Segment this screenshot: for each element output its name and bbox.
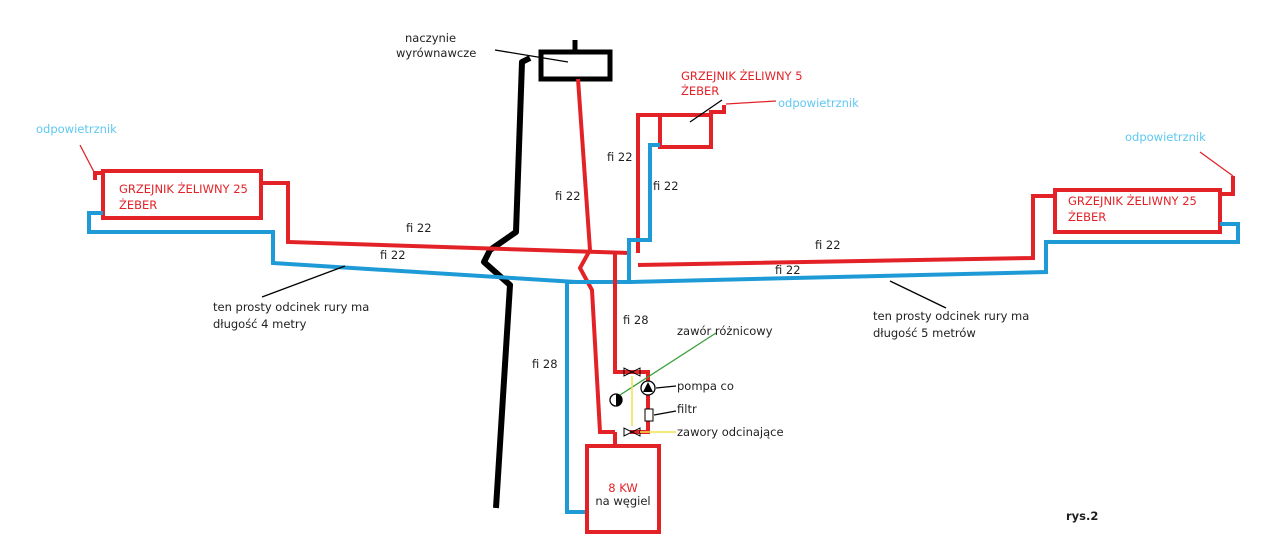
vent-top-leader: [725, 100, 777, 105]
expansion-tank-label-2: wyrównawcze: [396, 46, 476, 60]
shutoff-valve-top: [623, 367, 641, 377]
boiler-power-label: 8 KW: [608, 481, 637, 495]
radiator-right-vent-pipe: [1220, 176, 1235, 196]
expansion-tank-leader: [494, 49, 569, 63]
vent-left-label: odpowietrznik: [36, 122, 117, 136]
note-left-line1: ten prosty odcinek rury ma: [213, 300, 369, 314]
fi22-top-return-label: fi 22: [653, 179, 679, 193]
radiator-left-vent-pipe: [93, 171, 103, 180]
radiator-top-leader: [689, 99, 723, 123]
supply-left: [260, 181, 631, 255]
radiator-top-vent-pipe: [709, 105, 726, 115]
fi22-left-supply-label: fi 22: [406, 221, 432, 235]
supply-riser: [576, 78, 615, 434]
filter: [644, 408, 654, 422]
pump-bypass: [630, 370, 650, 434]
expansion-tank: [538, 49, 613, 82]
radiator-right-label-2: ŻEBER: [1068, 209, 1106, 224]
note-left-line2: długość 4 metry: [213, 317, 307, 331]
vent-right-label: odpowietrznik: [1125, 130, 1206, 144]
vent-left-leader: [79, 144, 95, 173]
radiator-top-label: GRZEJNIK ŻELIWNY 5: [681, 68, 803, 83]
pump-label: pompa co: [677, 379, 734, 393]
chimney-pipe: [481, 55, 532, 509]
note-right-line1: ten prosty odcinek rury ma: [873, 309, 1029, 323]
radiator-top-label-2: ŻEBER: [681, 83, 719, 98]
pump-triangle: [643, 382, 653, 392]
return-right: [567, 222, 1240, 284]
note-right-leader: [889, 280, 947, 309]
fi22-riser-label: fi 22: [555, 189, 581, 203]
pump-leader: [655, 385, 677, 389]
figure-label: rys.2: [1066, 509, 1098, 523]
diff-valve-leader: [619, 332, 717, 396]
filter-label: filtr: [677, 402, 697, 416]
return-top: [627, 143, 660, 282]
radiator-left-label-2: ŻEBER: [119, 197, 157, 212]
filter-leader: [653, 410, 677, 416]
supply-fi28: [613, 253, 630, 374]
supply-top: [636, 113, 660, 253]
supply-right: [637, 194, 1055, 267]
radiator-right-label: GRZEJNIK ŻELIWNY 25: [1068, 193, 1197, 208]
shutoff-leader: [631, 376, 676, 433]
fi22-top-supply-label: fi 22: [607, 150, 633, 164]
boiler-fuel-label: na węgiel: [595, 494, 650, 508]
diff-valve-label: zawór różnicowy: [677, 324, 773, 338]
fi22-right-return-label: fi 22: [775, 263, 801, 277]
fi22-left-return-label: fi 22: [380, 248, 406, 262]
shutoff-valves-label: zawory odcinające: [677, 425, 784, 439]
radiator-left-label: GRZEJNIK ŻELIWNY 25: [119, 181, 248, 196]
radiator-top: [658, 113, 713, 149]
note-left-leader: [261, 265, 346, 298]
fi28-return-label: fi 28: [532, 357, 558, 371]
differential-valve-half: [616, 394, 622, 406]
fi22-right-supply-label: fi 22: [815, 238, 841, 252]
vent-right-leader: [1199, 151, 1234, 177]
radiator-right: [1053, 188, 1222, 234]
boiler: [585, 444, 661, 534]
expansion-tank-label: naczynie: [405, 31, 456, 45]
vent-top-label: odpowietrznik: [778, 96, 859, 110]
fi28-supply-label: fi 28: [623, 313, 649, 327]
radiator-left: [101, 169, 263, 220]
note-right-line2: długość 5 metrów: [873, 326, 976, 340]
return-left: [87, 211, 588, 514]
